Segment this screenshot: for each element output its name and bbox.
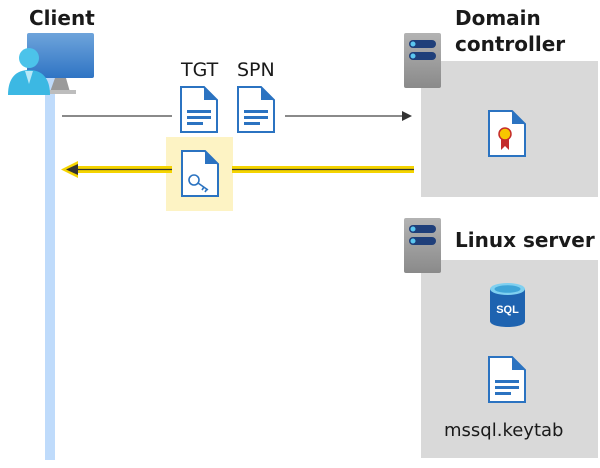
keytab-document-icon bbox=[489, 357, 525, 402]
spn-document-icon bbox=[238, 87, 274, 132]
certificate-document-icon bbox=[488, 110, 526, 157]
linux-server-title: Linux server bbox=[455, 228, 595, 252]
client-computer-user-icon bbox=[8, 33, 94, 95]
client-lifeline bbox=[45, 78, 55, 460]
keytab-label: mssql.keytab bbox=[444, 420, 564, 441]
spn-label: SPN bbox=[237, 59, 275, 81]
tgt-label: TGT bbox=[181, 59, 219, 81]
domain-controller-server-icon bbox=[404, 33, 441, 88]
request-arrowhead bbox=[402, 111, 412, 121]
domain-controller-title-line1: Domain bbox=[455, 6, 541, 30]
response-arrow bbox=[61, 161, 414, 178]
linux-server-icon bbox=[404, 218, 441, 273]
client-title: Client bbox=[29, 6, 95, 30]
service-ticket-key-document-icon bbox=[181, 150, 219, 197]
tgt-document-icon bbox=[181, 87, 217, 132]
svg-text:SQL: SQL bbox=[496, 304, 519, 316]
domain-controller-title-line2: controller bbox=[455, 32, 566, 56]
sql-database-icon: SQL bbox=[490, 283, 525, 327]
